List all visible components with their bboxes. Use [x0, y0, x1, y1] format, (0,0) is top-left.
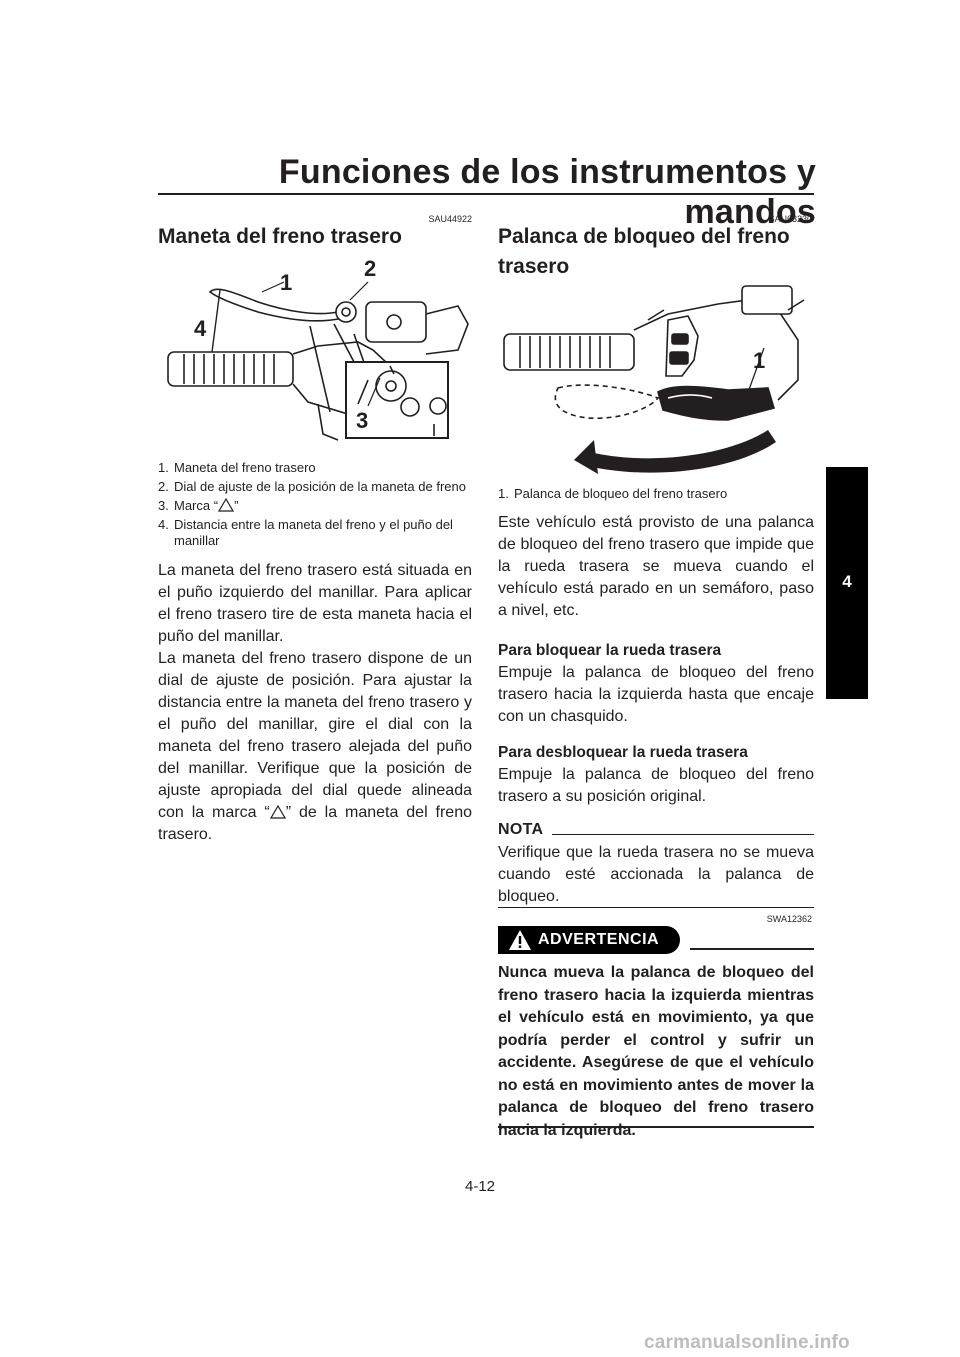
chapter-tab: 4: [826, 467, 868, 699]
section-title-line: Palanca de bloqueo del freno: [498, 225, 790, 248]
figure-label-1: 1: [753, 348, 765, 373]
caption-item: 1. Palanca de bloqueo del freno trasero: [498, 486, 814, 502]
caption-number: 1.: [498, 486, 509, 501]
unlock-text: Empuje la palanca de bloqueo del freno t…: [498, 766, 814, 805]
paragraph-text-after: ” de la maneta del freno trasero.: [158, 804, 472, 843]
figure-label-3: 3: [356, 408, 368, 433]
caption-number: 3.: [158, 498, 169, 513]
caption-item: 1. Maneta del freno trasero: [158, 460, 468, 476]
paragraph-text-before: La maneta del freno trasero dispone de u…: [158, 650, 472, 821]
section-title-right: Palanca de bloqueo del freno trasero: [498, 222, 816, 282]
intro-paragraph: Este vehículo está provisto de una palan…: [498, 514, 814, 619]
caption-text-before: Marca “: [174, 498, 219, 513]
nota-rule-top: [552, 834, 814, 835]
page-number: 4-12: [464, 1178, 496, 1195]
paragraph: La maneta del freno trasero está situada…: [158, 562, 472, 645]
caption-text: Distancia entre la maneta del freno y el…: [174, 517, 453, 548]
nota-rule-bottom: [498, 907, 814, 908]
body-text-left: La maneta del freno trasero está situada…: [158, 560, 472, 846]
triangle-mark-icon: [269, 805, 286, 819]
paragraph: La maneta del freno trasero dispone de u…: [158, 648, 472, 846]
lock-text: Empuje la palanca de bloqueo del freno t…: [498, 664, 814, 725]
warning-text: Nunca mueva la palanca de bloqueo del fr…: [498, 964, 814, 1139]
caption-text: Palanca de bloqueo del freno trasero: [514, 486, 728, 501]
caption-item: 2. Dial de ajuste de la posición de la ma…: [158, 479, 468, 495]
caption-item: 3. Marca “ ”: [158, 498, 468, 514]
lock-heading: Para bloquear la rueda trasera: [498, 642, 722, 659]
rear-brake-lever-illustration: 1 2 3 4: [167, 256, 469, 441]
warning-rule-bottom: [498, 1126, 814, 1128]
section-title-line: trasero: [498, 255, 570, 278]
warning-triangle-icon: [509, 930, 531, 950]
nota-label: NOTA: [498, 821, 544, 838]
chapter-tab-number: 4: [842, 572, 852, 591]
triangle-mark-icon: [218, 498, 235, 512]
caption-number: 4.: [158, 517, 169, 532]
footer-watermark-url[interactable]: carmanualsonline.info: [644, 1332, 850, 1353]
body-text-right: Este vehículo está provisto de una palan…: [498, 512, 814, 622]
caption-number: 2.: [158, 479, 169, 494]
page-title: Funciones de los instrumentos y mandos: [278, 153, 816, 231]
figure-brake-lock-lever: 1: [498, 280, 814, 476]
figure-label-1: 1: [280, 270, 292, 295]
figure-label-2: 2: [364, 256, 376, 281]
warning-code: SWA12362: [766, 914, 812, 924]
section-code-right: SAU63230: [768, 214, 812, 224]
caption-item: 4. Distancia entre la maneta del freno y …: [158, 517, 468, 549]
warning-rule-top: [690, 948, 814, 950]
title-divider: [158, 193, 814, 195]
unlock-heading: Para desbloquear la rueda trasera: [498, 744, 748, 761]
figure-caption-right: 1. Palanca de bloqueo del freno trasero: [498, 486, 814, 505]
brake-lock-lever-illustration: 1: [503, 285, 805, 474]
nota-text: Verifique que la rueda trasera no se mue…: [498, 844, 814, 905]
figure-rear-brake-lever: 1 2 3 4: [158, 254, 474, 450]
figure-captions-left: 1. Maneta del freno trasero 2. Dial de aju…: [158, 460, 468, 552]
caption-text-after: ”: [234, 498, 239, 513]
figure-label-4: 4: [194, 316, 207, 341]
caption-number: 1.: [158, 460, 169, 475]
caption-text: Maneta del freno trasero: [174, 460, 316, 475]
caption-text: Dial de ajuste de la posición de la mane…: [174, 479, 466, 494]
warning-label: ADVERTENCIA: [538, 931, 660, 948]
section-code-left: SAU44922: [428, 214, 472, 224]
warning-banner: ADVERTENCIA: [498, 926, 680, 954]
section-title-left: Maneta del freno trasero: [158, 225, 402, 248]
